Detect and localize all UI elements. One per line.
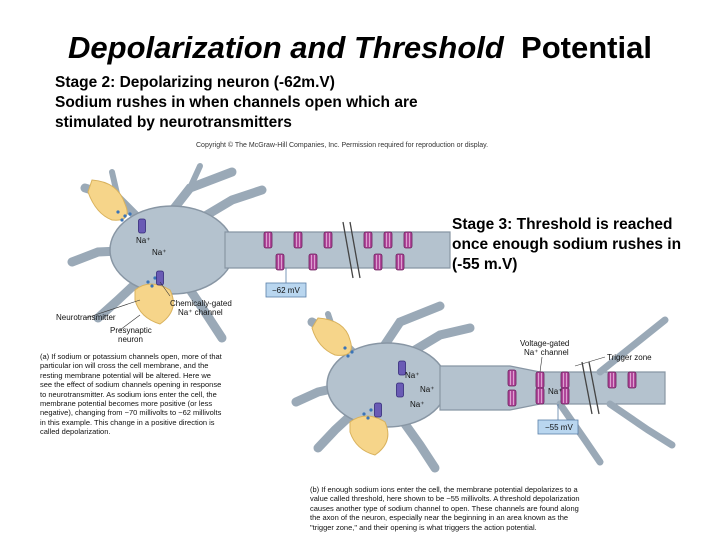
caption-a-line: particular ion will cross the cell membr… [40, 361, 209, 371]
axon-branches-b [556, 316, 676, 466]
soma-a [109, 205, 235, 295]
stage-3-line: once enough sodium rushes in [452, 236, 682, 253]
axon-break-b [581, 361, 600, 415]
caption-b-line: "trigger zone," and their opening is wha… [310, 522, 537, 532]
na-label: Na⁺ [152, 248, 166, 257]
caption-a-line: (a) If sodium or potassium channels open… [40, 352, 222, 361]
voltage-gated-label: Voltage-gated [520, 339, 569, 348]
voltage-readout-b: −55 mV [545, 423, 573, 432]
caption-a-line: membrane potential becomes more positive… [40, 399, 213, 409]
na-label: Na⁺ [410, 400, 424, 409]
caption-a-line: to neurotransmitter. As sodium ions ente… [40, 389, 217, 399]
caption-panel-a: (a) If sodium or potassium channels open… [40, 352, 222, 437]
presynaptic-label: neuron [118, 335, 143, 344]
chem-gated-channel-b [374, 402, 382, 418]
slide-title: Depolarization and Threshold Potential [0, 30, 720, 66]
chem-gated-label: Chemically-gated [170, 299, 232, 308]
title-italic: Depolarization and Threshold [68, 30, 504, 65]
chem-gated-label: Na⁺ channel [178, 308, 223, 317]
title-regular: Potential [521, 30, 652, 65]
stage-2-line: Stage 2: Depolarizing neuron (-62m.V) [55, 74, 335, 91]
na-label: Na⁺ [136, 236, 150, 245]
axon-a [224, 231, 451, 269]
presynaptic-terminal-a-top [87, 179, 128, 221]
stage-3-line: Stage 3: Threshold is reached [452, 216, 673, 233]
chem-gated-channel [156, 270, 164, 286]
na-label: Na⁺ [420, 385, 434, 394]
presynaptic-terminal-b-bottom [349, 415, 389, 456]
na-label: Na⁺ [548, 387, 562, 396]
trigger-zone-label: Trigger zone [607, 353, 652, 362]
neurotransmitter-label: Neurotransmitter [56, 313, 116, 322]
stage-3-text: Stage 3: Threshold is reached once enoug… [452, 215, 712, 275]
chem-gated-channel-b [396, 382, 404, 398]
copyright-notice: Copyright © The McGraw-Hill Companies, I… [196, 142, 489, 149]
caption-a-line: resting membrane potential will be alter… [40, 370, 211, 380]
neurotransmitter-dots-b [343, 346, 373, 420]
panel-b-diagram: Voltage-gated Na⁺ channel Trigger zone N… [291, 301, 676, 473]
caption-a-line: called depolarization. [40, 427, 111, 437]
caption-b-line: (b) If enough sodium ions enter the cell… [310, 485, 578, 494]
panel-a-diagram: Na⁺ Na⁺ −62 mV Chemically-gated Na⁺ chan… [56, 163, 451, 344]
caption-b-line: the axon of the neuron, especially near … [310, 513, 569, 523]
stage-2-line: Sodium rushes in when channels open whic… [55, 94, 418, 111]
caption-a-line: negative), changing from −70 millivolts … [40, 408, 222, 418]
caption-b-line: causes another type of sodium channel to… [310, 503, 579, 513]
caption-a-line: in this example. This change in a positi… [40, 417, 215, 427]
caption-panel-b: (b) If enough sodium ions enter the cell… [310, 485, 580, 532]
caption-a-line: see the effect of sodium channels openin… [40, 380, 222, 390]
axon-break-a [342, 221, 361, 279]
na-label: Na⁺ [405, 371, 419, 380]
caption-b-line: value called threshold, here shown to be… [310, 494, 580, 504]
presynaptic-label: Presynaptic [110, 326, 152, 335]
stage-2-text: Stage 2: Depolarizing neuron (-62m.V) So… [55, 73, 475, 133]
presynaptic-terminal-a-bottom [134, 283, 174, 325]
stage-2-line: stimulated by neurotransmitters [55, 114, 292, 131]
voltage-readout-a: −62 mV [272, 286, 300, 295]
voltage-gated-label: Na⁺ channel [524, 348, 569, 357]
chem-gated-channel [138, 218, 146, 234]
presynaptic-terminal-b-top [311, 317, 352, 356]
stage-3-line: (-55 m.V) [452, 256, 518, 273]
